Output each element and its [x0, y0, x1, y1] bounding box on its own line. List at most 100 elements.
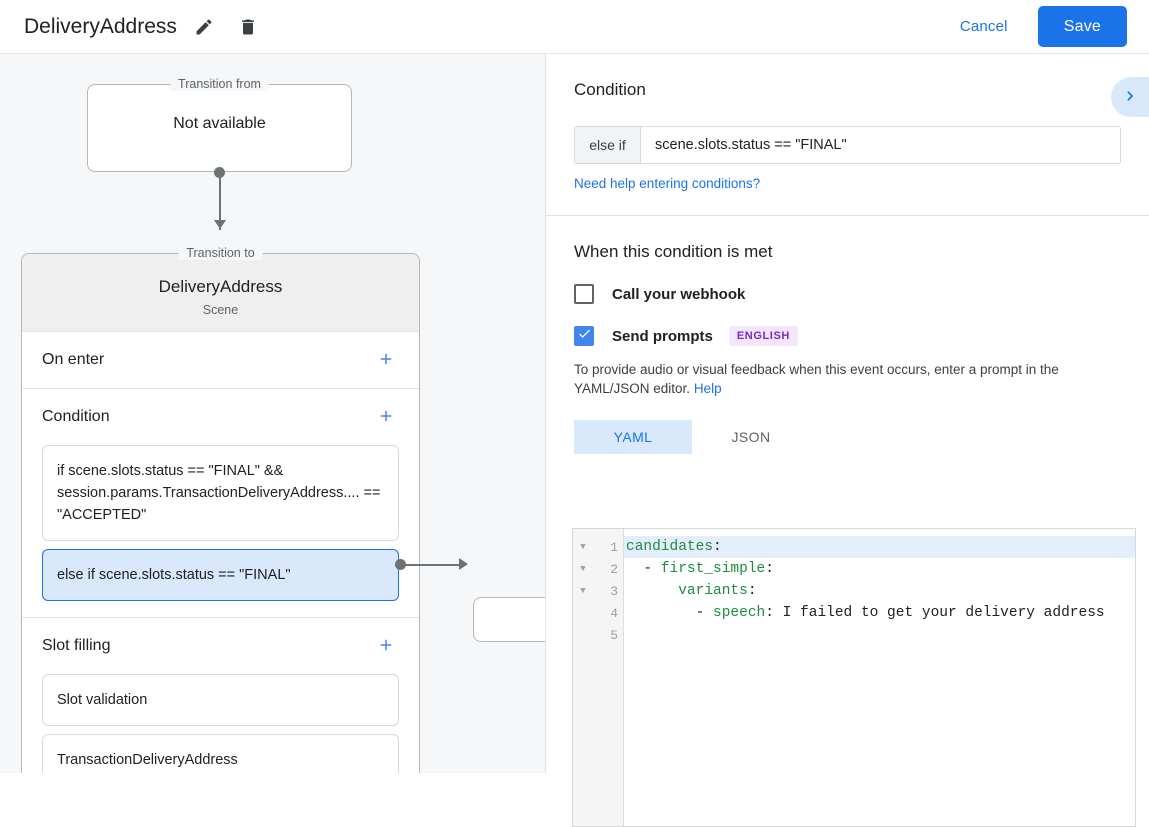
code-token: : — [747, 583, 757, 599]
connector-line-horizontal — [400, 564, 466, 566]
connector-line-vertical — [219, 172, 221, 230]
send-prompts-label: Send prompts — [612, 327, 713, 345]
editor-line-number: ▼2 — [573, 558, 623, 580]
section-on-enter: On enter — [22, 331, 419, 388]
condition-help-link[interactable]: Need help entering conditions? — [574, 176, 761, 191]
line-number: 4 — [610, 605, 618, 621]
cancel-button[interactable]: Cancel — [948, 10, 1020, 43]
code-token: first_simple — [660, 561, 766, 577]
pane-divider — [545, 54, 546, 773]
check-icon — [577, 326, 592, 346]
editor-code-line[interactable]: variants: — [624, 580, 1135, 602]
editor-line-number: 4 — [573, 602, 623, 624]
send-prompts-checkbox[interactable] — [574, 326, 594, 346]
when-met-heading: When this condition is met — [574, 242, 773, 261]
section-divider — [546, 215, 1149, 216]
editor-tabs: YAML JSON — [574, 420, 1121, 454]
list-item[interactable]: else if scene.slots.status == "FINAL" — [42, 549, 399, 601]
fold-arrow-icon[interactable]: ▼ — [580, 542, 586, 552]
top-bar: DeliveryAddress Cancel Save — [0, 0, 1149, 54]
plus-icon — [377, 407, 395, 428]
when-met-section: When this condition is met Call your web… — [546, 216, 1149, 454]
condition-heading: Condition — [574, 80, 646, 99]
editor-line-number: ▼3 — [573, 580, 623, 602]
section-condition-title: Condition — [42, 408, 110, 425]
section-slot-filling-head: Slot filling — [42, 618, 399, 674]
scene-name: DeliveryAddress — [158, 277, 283, 296]
plus-icon — [377, 636, 395, 657]
transition-from-card[interactable]: Transition from Not available — [87, 77, 352, 172]
delete-button[interactable] — [231, 10, 265, 44]
condition-row: else if — [574, 126, 1121, 164]
list-item[interactable]: Slot validation — [42, 674, 399, 726]
fold-arrow-icon[interactable]: ▼ — [580, 586, 586, 596]
add-slot-filling-button[interactable] — [373, 633, 399, 659]
section-slot-filling: Slot filling Slot validation Transaction… — [22, 617, 419, 773]
transition-to-legend: Transition to — [178, 246, 263, 260]
chevron-right-icon — [1120, 86, 1140, 109]
prompts-helper-text: To provide audio or visual feedback when… — [574, 360, 1121, 398]
prompts-help-link[interactable]: Help — [693, 381, 722, 396]
condition-input[interactable] — [641, 127, 1120, 163]
trash-icon — [238, 17, 258, 37]
code-token: candidates — [626, 539, 714, 555]
main-content: Transition from Not available Transition… — [0, 54, 1149, 827]
add-on-enter-button[interactable] — [373, 347, 399, 373]
transition-from-legend: Transition from — [170, 77, 269, 91]
add-condition-button[interactable] — [373, 404, 399, 430]
code-token: : — [765, 605, 774, 621]
list-item[interactable]: if scene.slots.status == "FINAL" && sess… — [42, 445, 399, 541]
pencil-icon — [194, 17, 214, 37]
editor-code-line[interactable]: - speech: I failed to get your delivery … — [624, 602, 1135, 624]
list-item[interactable]: TransactionDeliveryAddress — [42, 734, 399, 773]
fold-arrow-icon[interactable]: ▼ — [580, 564, 586, 574]
graph-canvas[interactable]: Transition from Not available Transition… — [0, 54, 545, 773]
line-number: 1 — [610, 539, 618, 555]
call-webhook-checkbox[interactable] — [574, 284, 594, 304]
section-condition-body: if scene.slots.status == "FINAL" && sess… — [42, 445, 399, 617]
section-condition-head: Condition — [42, 389, 399, 445]
call-webhook-label: Call your webhook — [612, 285, 746, 303]
code-token: : — [765, 561, 774, 577]
page-title: DeliveryAddress — [24, 14, 177, 38]
connector-arrow-down — [214, 220, 226, 229]
send-prompts-row[interactable]: Send prompts ENGLISH — [574, 326, 1121, 346]
section-condition: Condition if scene.slots.status == "FINA… — [22, 388, 419, 617]
transition-from-value: Not available — [173, 115, 266, 132]
scene-type: Scene — [202, 303, 239, 317]
line-number: 5 — [610, 627, 618, 643]
prompts-helper-body: To provide audio or visual feedback when… — [574, 362, 1059, 396]
section-slot-filling-title: Slot filling — [42, 637, 111, 654]
editor-code-line[interactable]: - first_simple: — [624, 558, 1135, 580]
transition-to-card[interactable]: Transition to DeliveryAddress Scene On e… — [21, 246, 420, 773]
editor-line-number: 5 — [573, 624, 623, 646]
condition-prefix: else if — [575, 127, 641, 163]
editor-code-line[interactable]: candidates: — [624, 536, 1135, 558]
code-token: : — [713, 539, 722, 555]
target-node-partial[interactable] — [473, 597, 545, 642]
code-token: speech — [713, 605, 766, 621]
editor-line-number: ▼1 — [573, 536, 623, 558]
tab-yaml[interactable]: YAML — [574, 420, 692, 454]
editor-code-area[interactable]: candidates: - first_simple: variants: - … — [624, 529, 1135, 826]
section-slot-filling-body: Slot validation TransactionDeliveryAddre… — [42, 674, 399, 773]
webhook-row[interactable]: Call your webhook — [574, 284, 1121, 304]
code-token: variants — [678, 583, 748, 599]
code-token — [626, 583, 678, 599]
editor-code-line[interactable] — [624, 624, 1135, 646]
collapse-panel-button[interactable] — [1111, 77, 1149, 117]
line-number: 2 — [610, 561, 618, 577]
scene-header[interactable]: DeliveryAddress Scene — [22, 254, 419, 331]
condition-section: Condition else if Need help entering con… — [546, 54, 1149, 193]
code-token: - — [626, 561, 661, 577]
tab-json[interactable]: JSON — [731, 429, 771, 445]
section-on-enter-title: On enter — [42, 351, 105, 368]
edit-button[interactable] — [187, 10, 221, 44]
plus-icon — [377, 350, 395, 371]
code-token: - — [626, 605, 714, 621]
code-token: I failed to get your delivery address — [773, 605, 1105, 621]
save-button[interactable]: Save — [1037, 6, 1127, 47]
line-number: 3 — [610, 583, 618, 599]
